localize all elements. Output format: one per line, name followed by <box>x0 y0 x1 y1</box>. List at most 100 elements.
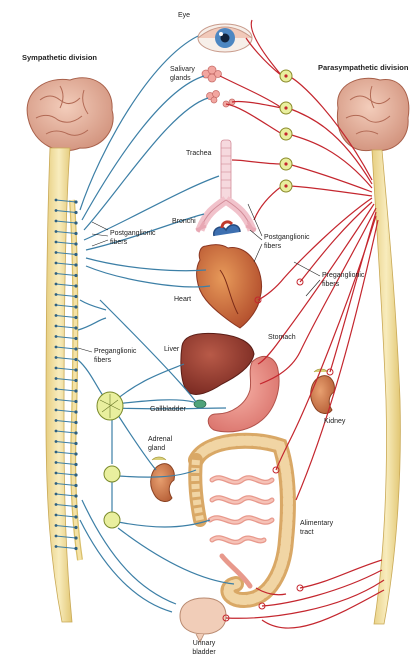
cord-origin-dot <box>55 209 58 212</box>
cord-origin-dot <box>55 535 58 538</box>
chain-ganglion-dot <box>74 505 77 508</box>
bronchi-label: Bronchi <box>172 218 196 226</box>
postganglionic-fibers-right-line1: Postganglionic <box>264 234 310 242</box>
parasympathetic-division-label: Parasympathetic division <box>318 64 408 72</box>
chain-ganglion-dot <box>74 410 77 413</box>
sympathetic-division-label: Sympathetic division <box>22 54 97 62</box>
cord-origin-dot <box>55 524 58 527</box>
cord-origin-dot <box>55 293 58 296</box>
cord-origin-dot <box>55 199 58 202</box>
gallbladder-label: Gallbladder <box>150 406 186 414</box>
chain-ganglion-dot <box>74 221 77 224</box>
chain-ganglion-dot <box>74 536 77 539</box>
cord-origin-dot <box>55 241 58 244</box>
chain-ganglion-dot <box>74 400 77 403</box>
chain-ganglion-dot <box>74 316 77 319</box>
cord-origin-dot <box>55 220 58 223</box>
urinary-bladder-organ <box>180 598 226 642</box>
chain-ganglion-dot <box>74 263 77 266</box>
urinary-bladder-label-line1: Urinary <box>180 640 228 648</box>
cord-origin-dot <box>55 482 58 485</box>
chain-ganglion-dot <box>74 242 77 245</box>
salivary-glands-organ <box>202 66 235 107</box>
adrenal-gland-label-line2: gland <box>148 445 165 453</box>
salivary-glands-label-line1: Salivary <box>170 66 195 74</box>
alimentary-tract-label-line1: Alimentary <box>300 520 333 528</box>
left-spinal-cord <box>46 148 80 622</box>
trachea-label: Trachea <box>186 150 211 158</box>
kidney-label: Kidney <box>324 418 345 426</box>
chain-ganglion-dot <box>74 526 77 529</box>
stomach-label: Stomach <box>268 334 296 342</box>
preganglionic-fibers-left-line2: fibers <box>94 357 111 365</box>
cord-origin-dot <box>55 493 58 496</box>
postganglionic-fibers-left-line1: Postganglionic <box>110 230 156 238</box>
chain-ganglion-dot <box>74 200 77 203</box>
right-kidney-organ <box>311 369 335 413</box>
chain-ganglion-dot <box>74 473 77 476</box>
chain-ganglion-dot <box>74 494 77 497</box>
chain-ganglion-dot <box>74 295 77 298</box>
chain-ganglion-dot <box>74 337 77 340</box>
cord-origin-dot <box>55 377 58 380</box>
chain-ganglion-dot <box>74 421 77 424</box>
chain-ganglion-dot <box>74 463 77 466</box>
chain-ganglion-dot <box>74 547 77 550</box>
cord-origin-dot <box>55 325 58 328</box>
salivary-glands-label-line2: glands <box>170 75 191 83</box>
chain-ganglion-dot <box>74 284 77 287</box>
chain-ganglion-dot <box>74 442 77 445</box>
preganglionic-fibers-right-line2: fibers <box>322 281 339 289</box>
chain-ganglion-dot <box>74 452 77 455</box>
cord-origin-dot <box>55 314 58 317</box>
cord-origin-dot <box>55 503 58 506</box>
postganglionic-fibers-left-line2: fibers <box>110 239 127 247</box>
right-spinal-cord <box>372 150 400 624</box>
preganglionic-fibers-right-line1: Preganglionic <box>322 272 364 280</box>
cord-origin-dot <box>55 304 58 307</box>
cord-origin-dot <box>55 230 58 233</box>
chain-ganglion-dot <box>74 368 77 371</box>
chain-ganglion-dot <box>74 431 77 434</box>
chain-ganglion-dot <box>74 305 77 308</box>
heart-organ <box>197 222 262 328</box>
chain-ganglion-dot <box>74 379 77 382</box>
chain-ganglion-dot <box>74 232 77 235</box>
cord-origin-dot <box>55 398 58 401</box>
chain-ganglion-dot <box>74 274 77 277</box>
parasympathetic-ganglia <box>280 70 292 192</box>
cord-origin-dot <box>55 545 58 548</box>
cord-origin-dot <box>55 409 58 412</box>
cord-origin-dot <box>55 472 58 475</box>
cord-origin-dot <box>55 272 58 275</box>
chain-ganglion-dot <box>74 211 77 214</box>
chain-ganglion-dot <box>74 389 77 392</box>
chain-ganglion-dot <box>74 484 77 487</box>
liver-label: Liver <box>164 346 179 354</box>
chain-ganglion-dot <box>74 347 77 350</box>
chain-ganglion-dot <box>74 515 77 518</box>
left-kidney-organ <box>151 457 175 501</box>
urinary-bladder-label-line2: bladder <box>180 649 228 657</box>
cord-origin-dot <box>55 451 58 454</box>
cord-origin-dot <box>55 430 58 433</box>
cord-origin-dot <box>55 283 58 286</box>
cord-origin-dot <box>55 461 58 464</box>
alimentary-tract-label-line2: tract <box>300 529 314 537</box>
cord-origin-dot <box>55 367 58 370</box>
cord-origin-dot <box>55 514 58 517</box>
cord-origin-dot <box>55 388 58 391</box>
adrenal-gland-label-line1: Adrenal <box>148 436 172 444</box>
cord-origin-dot <box>55 419 58 422</box>
cord-origin-dot <box>55 440 58 443</box>
cord-origin-dot <box>55 346 58 349</box>
left-brain <box>27 78 113 151</box>
preganglionic-fibers-left-line1: Preganglionic <box>94 348 136 356</box>
chain-ganglion-dot <box>74 253 77 256</box>
cord-origin-dot <box>55 335 58 338</box>
postganglionic-fibers-right-line2: fibers <box>264 243 281 251</box>
eye-label: Eye <box>178 12 190 20</box>
cord-origin-dot <box>55 262 58 265</box>
chain-ganglion-dot <box>74 326 77 329</box>
